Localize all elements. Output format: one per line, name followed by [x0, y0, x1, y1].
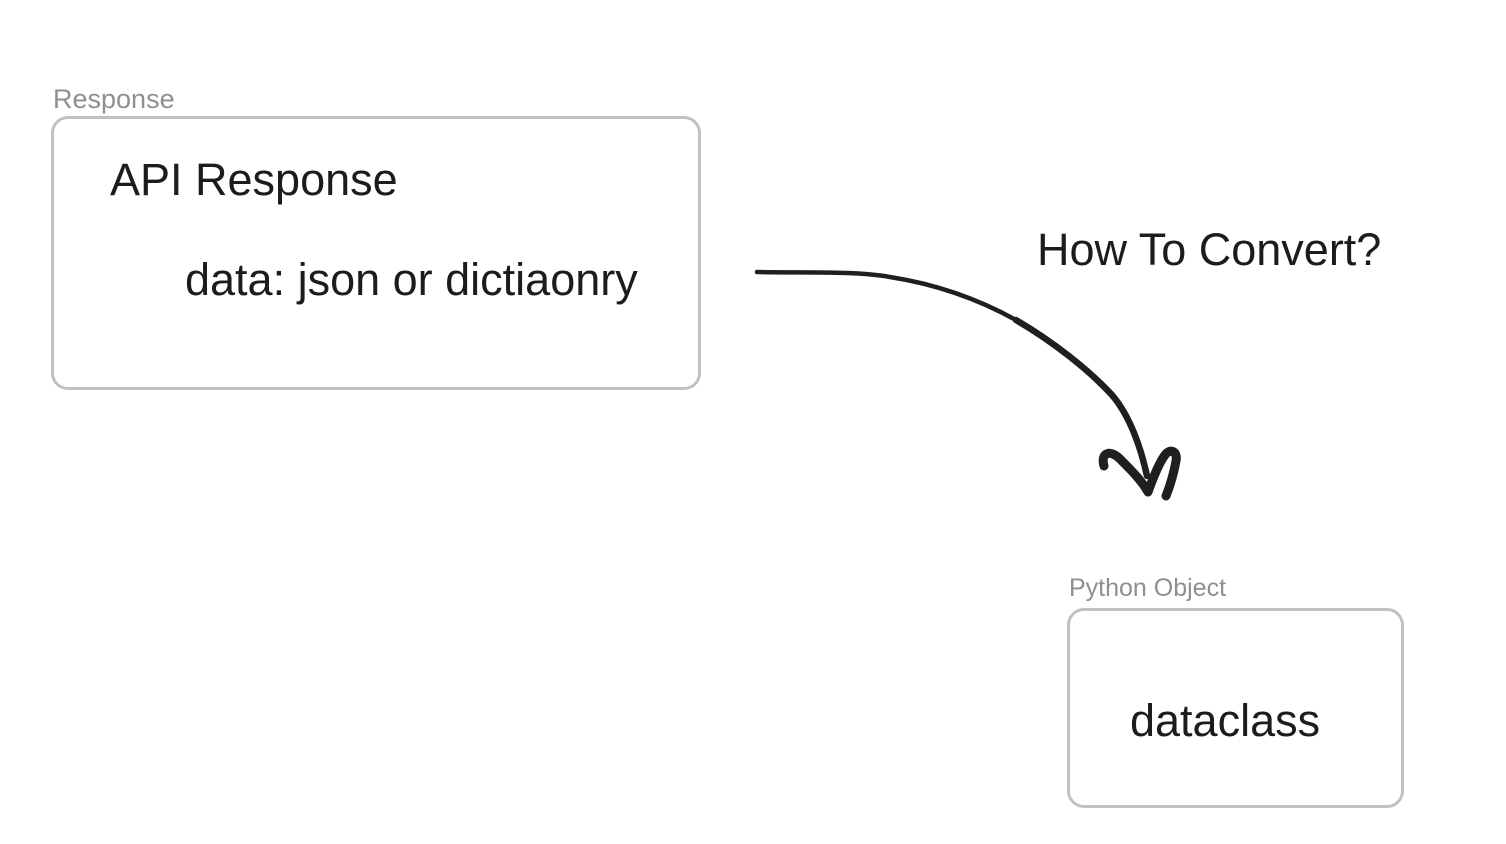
- response-box-label: Response: [53, 84, 175, 114]
- python-object-box-label: Python Object: [1069, 574, 1227, 602]
- dataclass-text: dataclass: [1130, 695, 1321, 746]
- how-to-convert-text: How To Convert?: [1037, 224, 1382, 275]
- response-box: [51, 116, 701, 390]
- api-response-text: API Response: [110, 154, 398, 205]
- data-json-or-dictionary-text: data: json or dictiaonry: [185, 254, 638, 305]
- python-object-box: [1067, 608, 1404, 808]
